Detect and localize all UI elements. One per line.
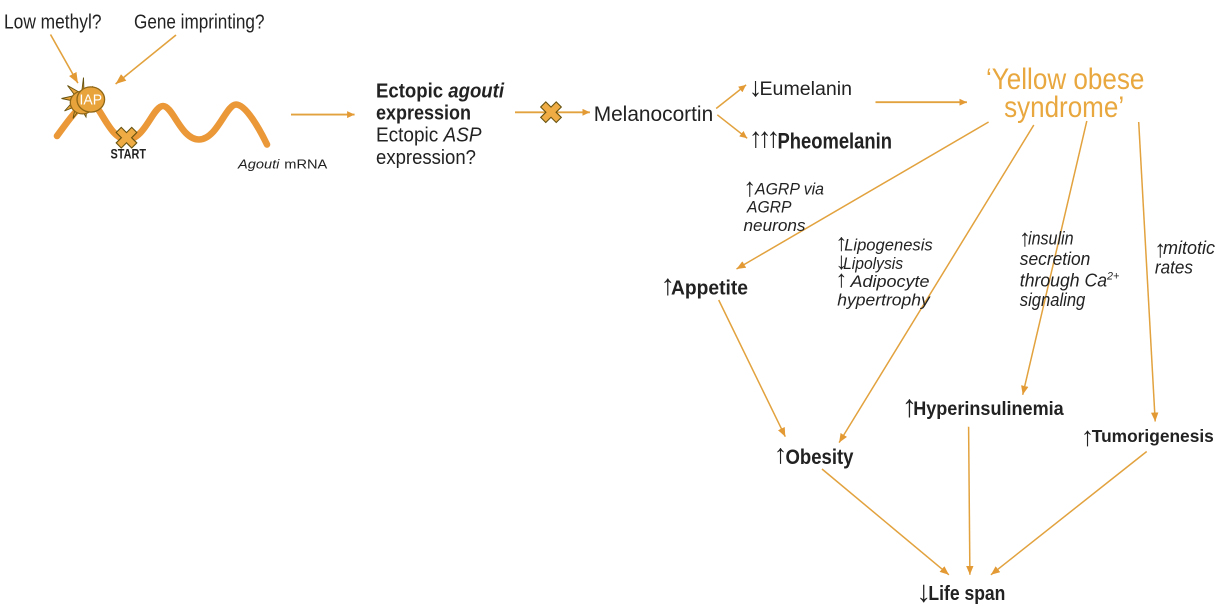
svg-text:↓: ↓: [749, 72, 763, 102]
svg-text:AGRP: AGRP: [746, 197, 792, 216]
svg-text:secretion: secretion: [1020, 249, 1091, 269]
svg-text:↑: ↑: [774, 439, 788, 469]
svg-text:Eumelanin: Eumelanin: [760, 79, 853, 100]
svg-text:Melanocortin: Melanocortin: [594, 103, 714, 126]
svg-text:neurons: neurons: [744, 216, 807, 235]
svg-text:Hyperinsulinemia: Hyperinsulinemia: [913, 398, 1064, 420]
svg-text:expression: expression: [376, 102, 471, 124]
svg-text:Gene imprinting?: Gene imprinting?: [134, 11, 265, 33]
svg-text:↑↑↑: ↑↑↑: [749, 122, 778, 153]
svg-text:↑: ↑: [743, 172, 756, 202]
svg-text:Life span: Life span: [928, 582, 1005, 605]
svg-text:↓: ↓: [835, 248, 847, 275]
svg-text:expression?: expression?: [376, 147, 476, 169]
svg-text:signaling: signaling: [1020, 290, 1086, 310]
svg-text:syndrome’: syndrome’: [1004, 91, 1124, 124]
svg-text:Lipogenesis: Lipogenesis: [844, 236, 933, 255]
svg-text:↑: ↑: [1154, 236, 1166, 263]
svg-text:START: START: [111, 146, 147, 162]
svg-text:↑: ↑: [835, 230, 847, 257]
svg-text:‘Yellow obese: ‘Yellow obese: [986, 63, 1145, 96]
svg-text:mRNA: mRNA: [284, 156, 327, 171]
svg-text:Pheomelanin: Pheomelanin: [778, 128, 893, 153]
svg-text:↑: ↑: [1081, 421, 1095, 451]
svg-text:↑: ↑: [1019, 225, 1031, 252]
svg-text:through Ca2+: through Ca2+: [1020, 270, 1120, 290]
svg-text:Tumorigenesis: Tumorigenesis: [1092, 426, 1214, 446]
svg-text:rates: rates: [1155, 258, 1193, 278]
svg-text:Lipolysis: Lipolysis: [843, 254, 903, 273]
svg-text:mitotic: mitotic: [1163, 238, 1215, 258]
svg-text:Adipocyte: Adipocyte: [849, 272, 929, 291]
svg-text:↑: ↑: [902, 389, 918, 424]
svg-text:IAP: IAP: [80, 93, 103, 109]
svg-text:↓: ↓: [916, 576, 931, 609]
svg-text:↑: ↑: [661, 269, 676, 301]
svg-text:insulin: insulin: [1028, 229, 1074, 249]
svg-text:↑: ↑: [835, 266, 847, 293]
svg-text:Agouti: Agouti: [237, 156, 281, 171]
svg-text:Ectopic agouti: Ectopic agouti: [376, 80, 504, 102]
svg-text:AGRP via: AGRP via: [754, 180, 824, 199]
svg-text:Low methyl?: Low methyl?: [4, 11, 102, 33]
svg-text:Obesity: Obesity: [786, 446, 854, 469]
svg-text:hypertrophy: hypertrophy: [837, 291, 931, 310]
svg-text:Appetite: Appetite: [671, 277, 748, 300]
svg-text:Ectopic ASP: Ectopic ASP: [376, 125, 482, 147]
